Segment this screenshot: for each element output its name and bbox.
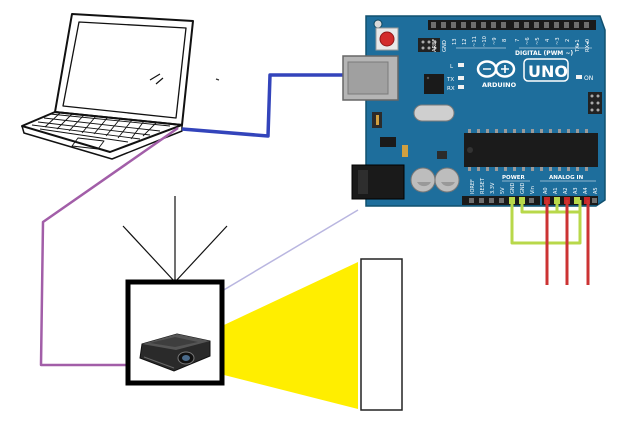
model-badge	[523, 58, 569, 82]
led-rx-icon	[458, 85, 464, 89]
pin-label-a1: A1	[553, 187, 559, 194]
pin-label-a3: A3	[573, 187, 579, 194]
usb-cable	[181, 73, 343, 138]
digital-header	[428, 20, 596, 30]
pin-label-3v3: 3.3V	[490, 182, 496, 194]
pin-label-tx1: TX▸1	[575, 39, 581, 53]
pin-label-13: 13	[452, 38, 458, 45]
usb-controller-chip	[424, 74, 444, 94]
pin-label-6: ~6	[525, 37, 531, 45]
projector-cable	[39, 126, 179, 367]
pin-label-ioref: IOREF	[470, 179, 476, 194]
capacitor-2	[434, 167, 460, 193]
digital-pwm-label: DIGITAL (PWM ~)	[515, 50, 573, 57]
led-l-icon	[458, 63, 464, 67]
pin-label-vin: Vin	[530, 186, 536, 194]
on-led-icon	[576, 75, 582, 79]
power-label: POWER	[502, 175, 526, 181]
projector-icon	[139, 333, 211, 372]
laptop-icon	[21, 13, 194, 160]
on-label: ON	[584, 75, 593, 82]
pin-label-11: ~11	[472, 36, 478, 47]
pin-label-10: ~10	[482, 36, 488, 47]
model-label: UNO	[528, 62, 568, 81]
pin-label-7: 7	[515, 39, 521, 42]
projector-antenna	[122, 196, 228, 283]
pin-label-a5: A5	[593, 187, 599, 194]
pin-label-3: ~3	[555, 37, 561, 45]
pin-label-8: 8	[502, 39, 508, 42]
pin-label-5: ~5	[535, 37, 541, 45]
pin-label-9: ~9	[492, 37, 498, 45]
pin-label-5v: 5V	[500, 187, 506, 194]
analog-in-label: ANALOG IN	[549, 175, 584, 181]
red-sensor-wires	[545, 200, 590, 285]
led-tx-label: TX	[446, 77, 454, 83]
led-l-label: L	[450, 64, 454, 70]
arduino-logo-icon	[476, 60, 516, 78]
pin-label-rx0: RX◂0	[585, 39, 591, 52]
light-beam	[224, 262, 358, 409]
led-tx-icon	[458, 76, 464, 80]
pin-label-4: 4	[545, 38, 551, 42]
pin-label-gnd: GND	[442, 40, 448, 52]
pin-a3-green	[574, 197, 580, 204]
pin-label-2: 2	[565, 39, 571, 42]
capacitor-1	[410, 167, 436, 193]
brand-label: ARDUINO	[482, 81, 517, 89]
icsp-header-top	[418, 38, 440, 52]
icsp-header-right	[588, 92, 602, 114]
pin-label-a4: A4	[583, 187, 589, 194]
laptop-tick-mark	[215, 78, 220, 81]
pin-label-gnd1: GND	[510, 182, 516, 194]
led-rx-label: RX	[447, 86, 455, 92]
pin-label-reset: RESET	[480, 177, 486, 194]
arduino-uno-board: AREF GND 13 12 ~11 ~10 ~9 8 7 ~6 ~5 4 ~3…	[342, 15, 606, 207]
crystal-oscillator	[413, 104, 455, 122]
pin-label-a0: A0	[543, 187, 549, 194]
pin-label-12: 12	[462, 38, 468, 45]
projection-screen	[360, 258, 403, 411]
pin-label-a2: A2	[563, 187, 569, 194]
pin-label-aref: AREF	[432, 39, 438, 52]
atmega-microcontroller	[464, 129, 598, 171]
pin-label-gnd2: GND	[520, 182, 526, 194]
